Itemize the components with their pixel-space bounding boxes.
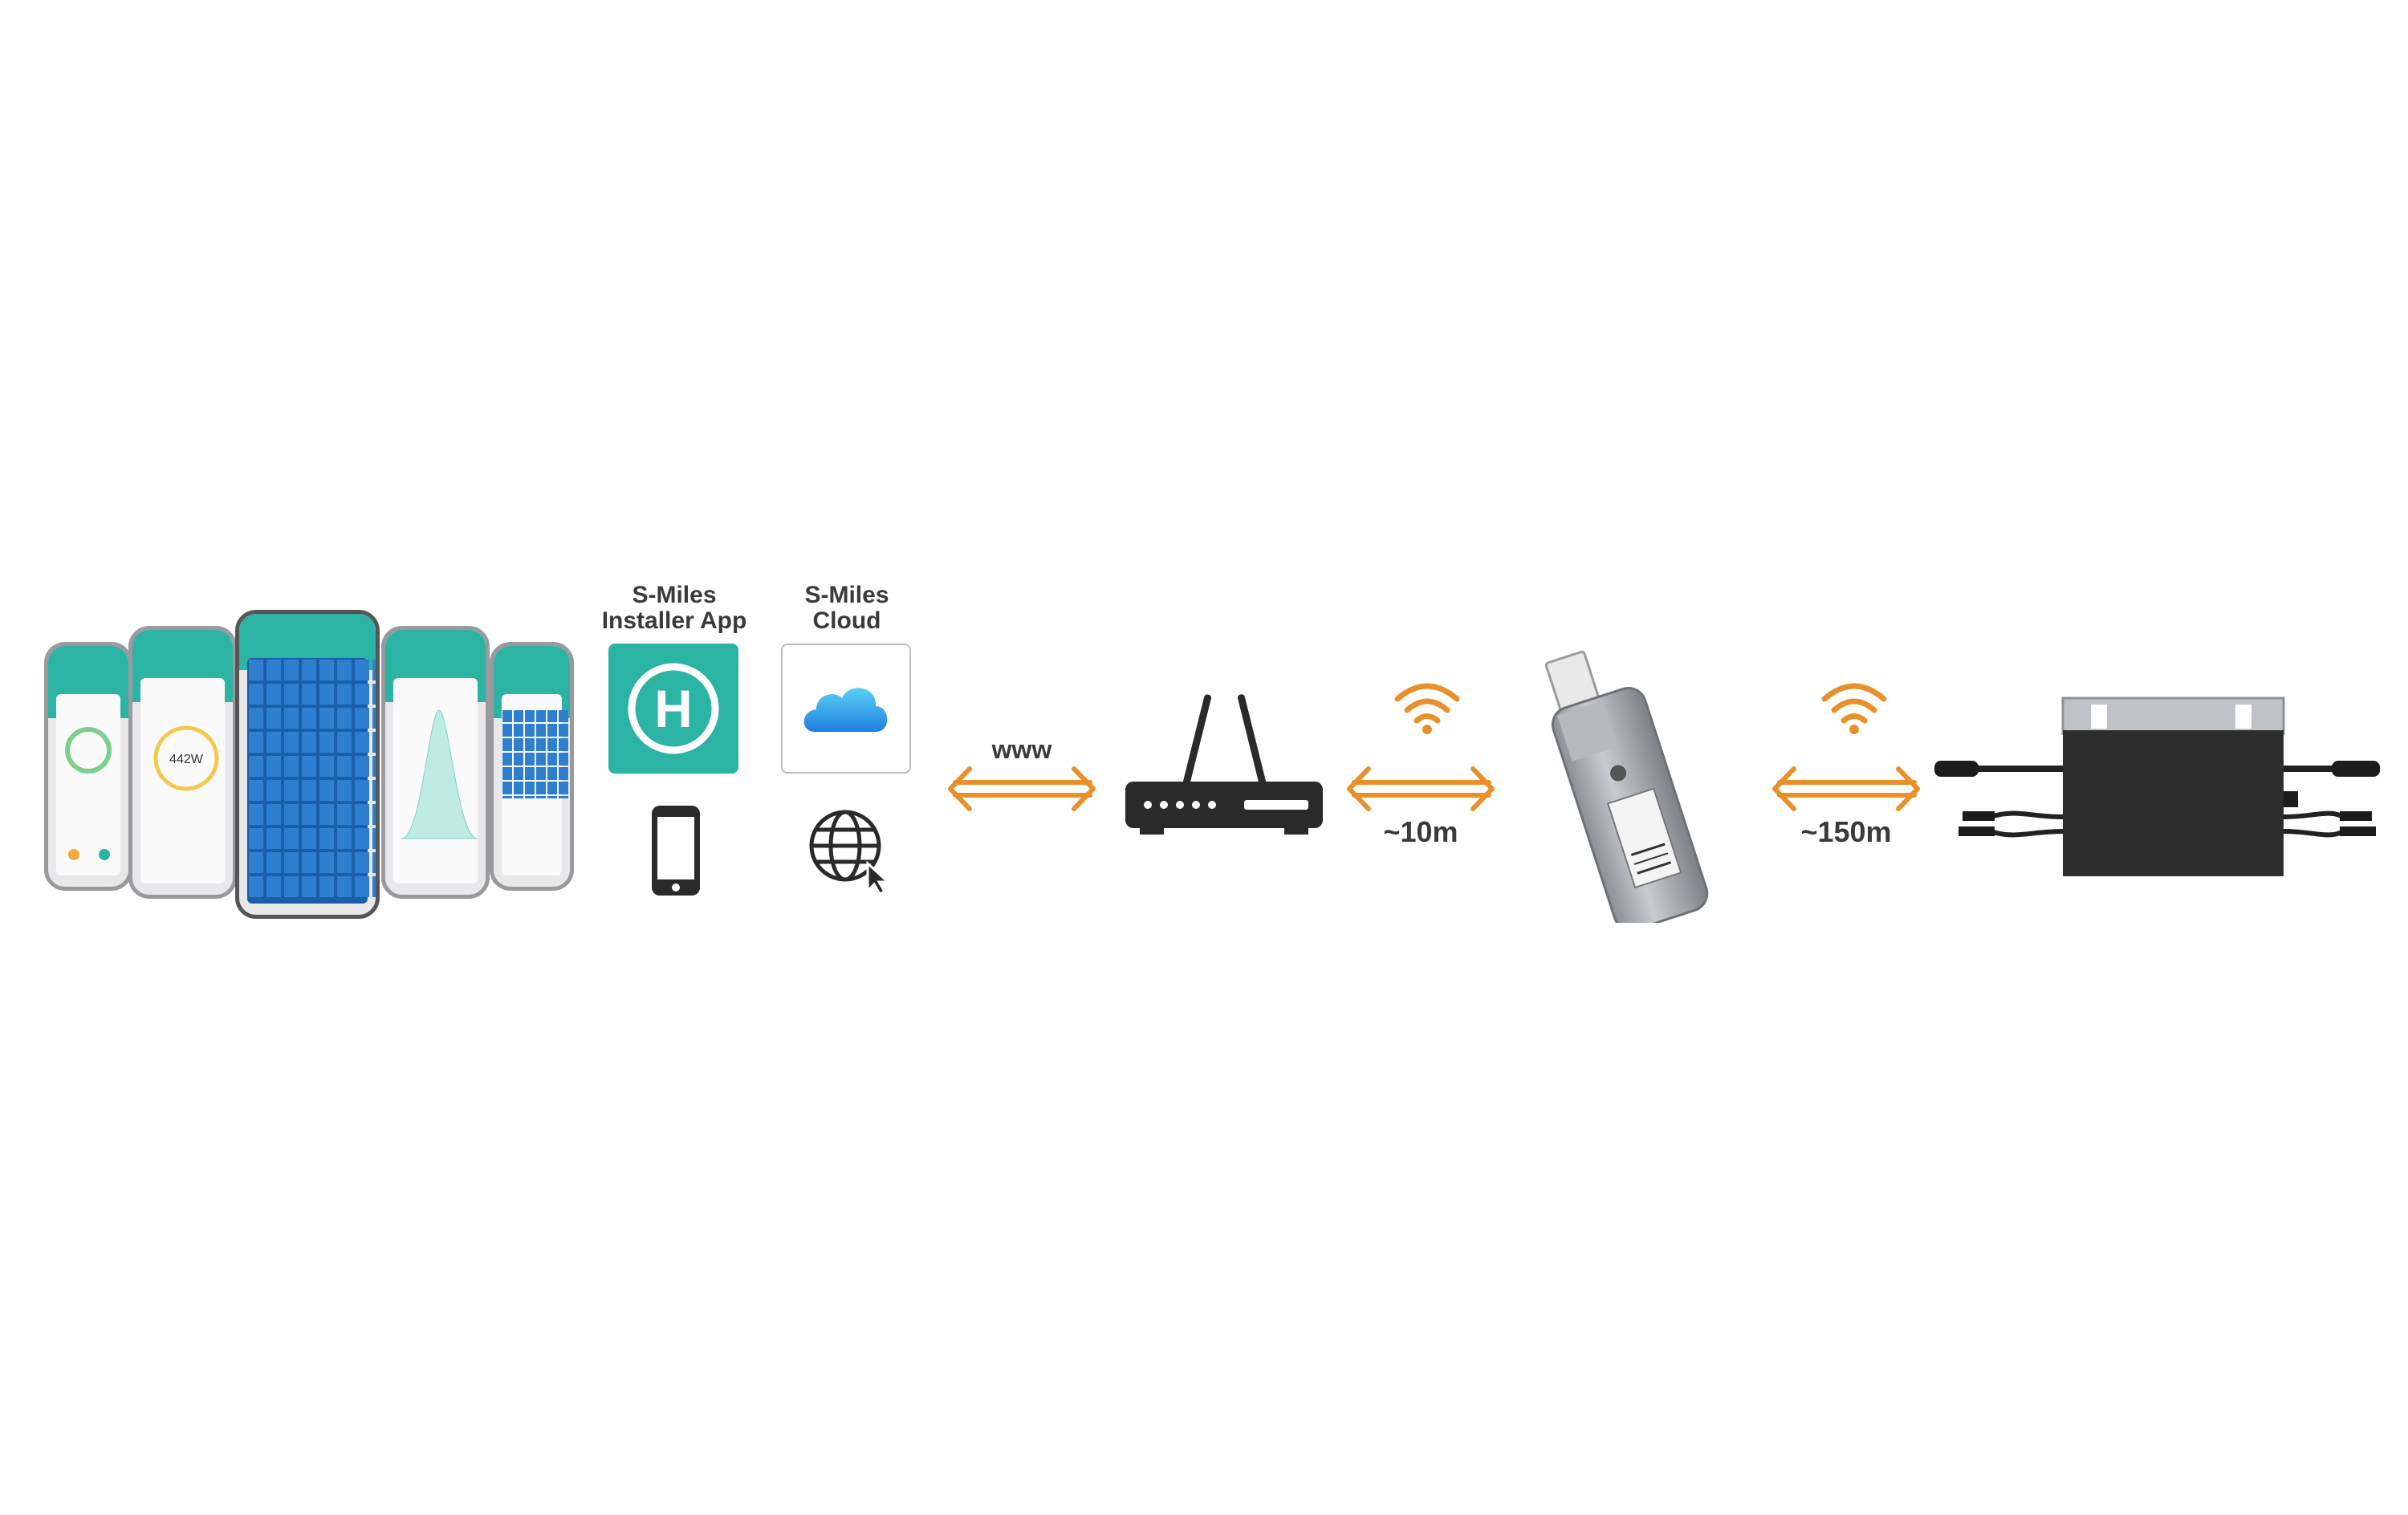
double-arrow-www (946, 761, 1098, 817)
router-icon (1124, 692, 1324, 844)
power-readout: 442W (169, 753, 204, 766)
dtu-stick-icon (1489, 626, 1778, 923)
phone-screen-2: 442W (128, 626, 237, 899)
phone-screen-5 (490, 642, 574, 891)
installer-app-tile[interactable]: H (608, 644, 738, 774)
app-phones-montage: 442W (44, 610, 574, 923)
wifi-icon-2 (1818, 678, 1890, 736)
link-label-www: www (991, 735, 1052, 764)
app-logo-glyph: H (654, 679, 693, 738)
phone-screen-4 (381, 626, 490, 899)
double-arrow-150m (1770, 761, 1922, 817)
phone-screen-3 (235, 610, 380, 919)
phone-screen-1 (44, 642, 132, 891)
smartphone-icon (650, 804, 702, 897)
globe-cursor-icon (805, 804, 893, 896)
double-arrow-10m (1344, 761, 1497, 817)
cloud-icon (783, 645, 909, 772)
link-label-10m: ~10m (1383, 815, 1458, 848)
link-label-150m: ~150m (1800, 815, 1892, 848)
wifi-icon (1391, 678, 1463, 736)
microinverter-icon (1926, 697, 2392, 889)
cloud-tile[interactable] (781, 644, 911, 774)
